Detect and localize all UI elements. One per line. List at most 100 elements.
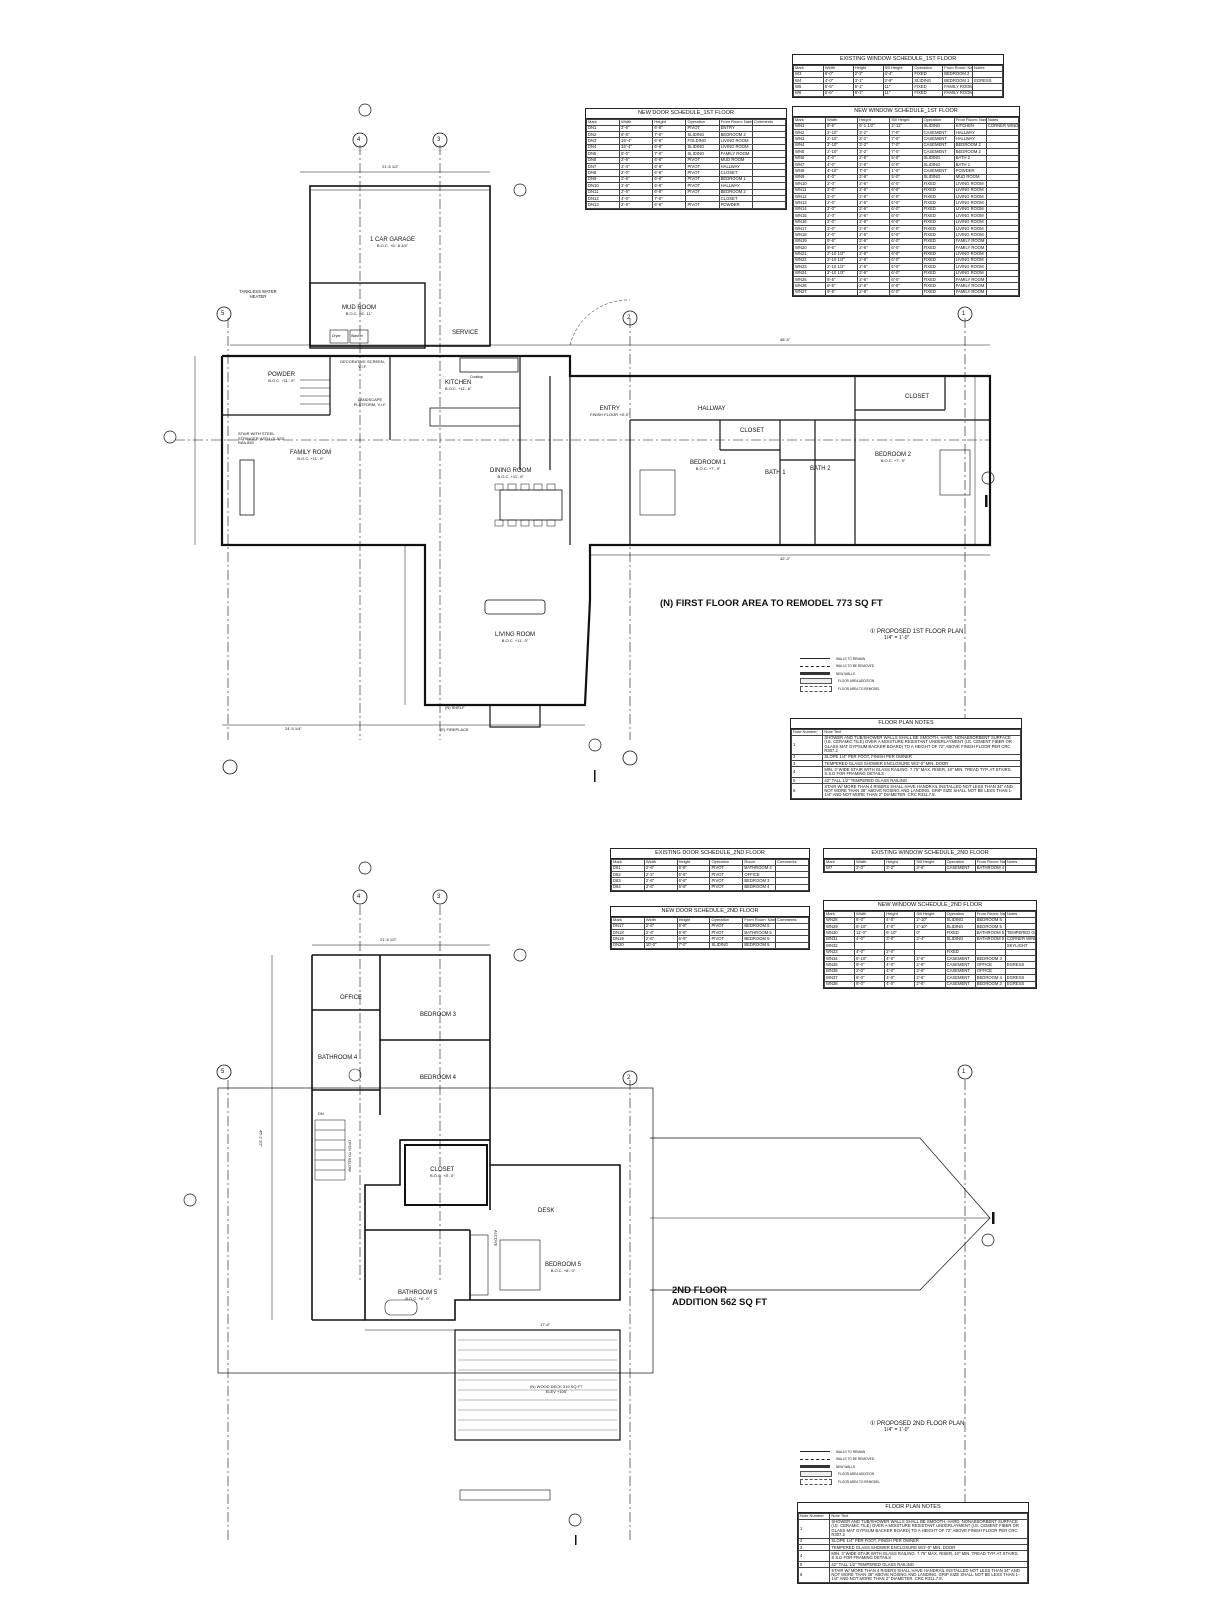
- schedule-title: FLOOR PLAN NOTES: [798, 1503, 1028, 1513]
- table-cell: BATHROOM 4: [974, 864, 1006, 873]
- dim-garage-width: 21'-5 1/2": [382, 164, 399, 169]
- grid-label-2nd-2: 2: [627, 1075, 631, 1081]
- room-label-bedroom-3: BEDROOM 3: [420, 1012, 457, 1018]
- grid-label-1: 1: [962, 311, 966, 317]
- grid-lines-1st: [175, 145, 990, 740]
- table-cell: 3'-6": [914, 864, 946, 873]
- column-header: Note Text: [829, 1512, 1028, 1520]
- table-cell: 5'-6": [822, 89, 854, 98]
- table-cell: [751, 201, 787, 209]
- table-cell: FIXED: [921, 288, 955, 297]
- schedule-title: NEW WINDOW SCHEDULE_2ND FLOOR: [824, 901, 1036, 911]
- closet-outline: [404, 1144, 488, 1206]
- schedule-title: FLOOR PLAN NOTES: [791, 719, 1021, 729]
- schedule-title: NEW WINDOW SCHEDULE_1ST FLOOR: [793, 107, 1019, 117]
- table-cell: [775, 941, 809, 950]
- table-cell: DN13: [585, 201, 621, 209]
- room-label-service: SERVICE: [452, 330, 479, 336]
- table-cell: CASEMENT: [944, 980, 976, 989]
- table-cell: 1: [797, 1518, 831, 1539]
- table-cell: 6: [790, 783, 824, 800]
- table-cell: 4: [790, 766, 824, 779]
- table-cell: [985, 250, 1020, 258]
- table-cell: EGRESS: [972, 77, 1003, 85]
- table-cell: 6'-8": [652, 201, 687, 209]
- table-cell: 4: [797, 1550, 831, 1563]
- table-cell: [775, 883, 809, 892]
- table-cell: MIN. 3' WIDE STAIR WITH GLASS RAILING. 7…: [822, 766, 1021, 779]
- table-cell: EGRESS: [1004, 980, 1037, 989]
- dim-2nd-top: 21'-5 1/2": [380, 937, 397, 942]
- second-floor-outline: [312, 954, 621, 1321]
- table-cell: 6: [797, 1567, 831, 1584]
- table-cell: [985, 282, 1020, 290]
- table-cell: 42" TALL 1/2" TEMPERED GLASS RAILING: [829, 1561, 1028, 1569]
- grid-label-5: 5: [221, 311, 225, 317]
- grid-label-2: 2: [627, 315, 631, 321]
- grid-bubbles-1st: [216, 132, 973, 775]
- table-cell: 2'-0": [854, 864, 886, 873]
- table-cell: BEDROOM 3: [974, 980, 1006, 989]
- dim-2nd-left: 45'-2 1/2": [258, 1130, 264, 1147]
- table-cell: SHOWER AND TUB/SHOWER WALLS SHALL BE SMO…: [822, 734, 1021, 755]
- table-cell: [972, 70, 1003, 79]
- label-dn: DN: [318, 1111, 324, 1116]
- first-floor-outline: [220, 354, 992, 707]
- grid-label-2nd-3: 3: [437, 894, 441, 900]
- table-cell: BEDROOM 4: [742, 883, 777, 892]
- dim-east: 42'-3": [780, 556, 791, 561]
- table-cell: 9'-5": [825, 288, 859, 297]
- table-cell: [972, 83, 1003, 91]
- table-cell: [985, 276, 1020, 284]
- table-cell: 5: [790, 777, 824, 785]
- table-cell: W7: [823, 864, 856, 873]
- table-cell: 6'-1": [852, 89, 884, 98]
- table-cell: FAMILY ROOM: [942, 89, 974, 98]
- table-cell: 3: [797, 1544, 831, 1552]
- label-alcove: ALCOVE: [493, 1230, 499, 1247]
- label-open-below: OPEN TO BELOW: [347, 1140, 352, 1172]
- schedule-title: NEW DOOR SCHEDULE_2ND FLOOR: [611, 907, 809, 917]
- column-header: Note Number: [797, 1512, 831, 1520]
- legend-1st: WALLS TO REMAIN WALLS TO BE REMOVED NEW …: [800, 655, 880, 693]
- label-platform: LANDSCAPE PLATFORM, V.I.F.: [353, 397, 387, 407]
- legend-2nd: WALLS TO REMAIN WALLS TO BE REMOVED NEW …: [800, 1448, 880, 1486]
- room-label-closet-2: CLOSET: [905, 394, 930, 400]
- table-cell: SLOPE 1/4" PER FOOT, FINISH PER OWNER: [829, 1537, 1028, 1546]
- table-cell: 11": [882, 89, 914, 98]
